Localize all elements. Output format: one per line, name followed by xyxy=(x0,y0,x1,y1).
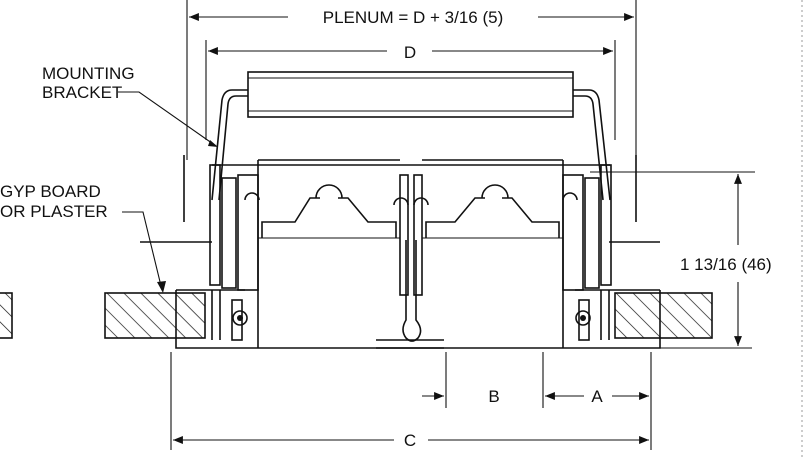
gyp-board-callout: GYP BOARD OR PLASTER xyxy=(0,182,166,293)
gyp-board-left xyxy=(104,292,206,339)
a-label: A xyxy=(591,387,603,406)
mounting-bracket-label-line2: BRACKET xyxy=(42,83,122,102)
inner-panels xyxy=(257,159,564,348)
mounting-bracket-callout: MOUNTING BRACKET xyxy=(42,64,218,147)
gyp-board-right xyxy=(614,292,713,339)
mounting-bracket-label-line1: MOUNTING xyxy=(42,64,135,83)
b-label: B xyxy=(488,387,499,406)
c-dimension: C xyxy=(173,431,649,450)
b-dimension: B xyxy=(422,387,566,406)
mounting-bracket xyxy=(211,71,611,201)
d-label: D xyxy=(404,43,416,62)
height-label: 1 13/16 (46) xyxy=(680,255,772,274)
gyp-board-label-line1: GYP BOARD xyxy=(0,182,101,201)
frame-right-screw xyxy=(575,310,591,326)
height-dimension: 1 13/16 (46) xyxy=(660,174,772,349)
gyp-board-label-line2: OR PLASTER xyxy=(0,202,108,221)
a-dimension: A xyxy=(545,387,649,406)
plenum-dimension: PLENUM = D + 3/16 (5) xyxy=(186,0,637,160)
plenum-label: PLENUM = D + 3/16 (5) xyxy=(323,8,503,27)
frame-left-screw xyxy=(232,310,248,326)
gyp-board-left-fragment xyxy=(0,292,13,339)
frame-right xyxy=(562,164,660,341)
d-dimension: D xyxy=(205,40,616,140)
c-label: C xyxy=(404,431,416,450)
center-divider xyxy=(376,174,444,349)
